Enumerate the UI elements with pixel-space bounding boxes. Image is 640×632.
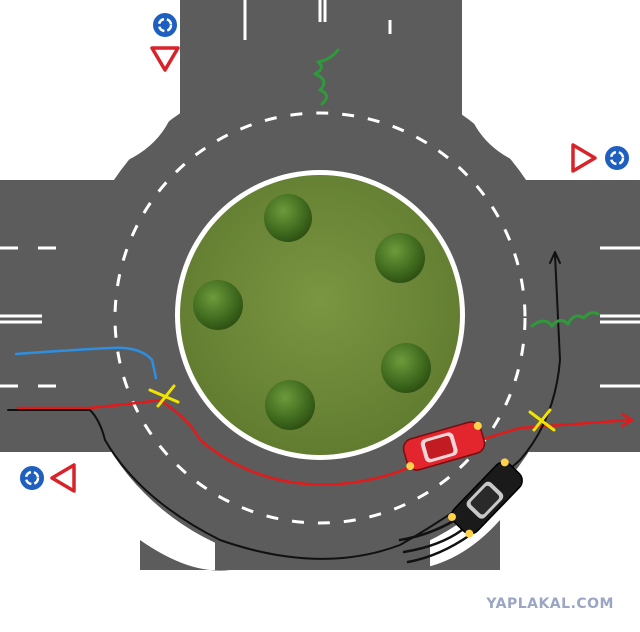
skid-marks bbox=[398, 518, 472, 564]
green-scribble bbox=[530, 311, 600, 328]
black-car bbox=[447, 458, 523, 538]
black-path bbox=[7, 254, 561, 560]
bush bbox=[264, 194, 312, 242]
bush bbox=[381, 343, 431, 393]
ring-lane-divider bbox=[113, 111, 527, 525]
black-arrow-head bbox=[549, 251, 561, 264]
green-scribble bbox=[313, 48, 340, 106]
yellow-cross bbox=[528, 408, 556, 432]
blue-path bbox=[14, 346, 158, 380]
roundabout-sign-icon bbox=[603, 144, 631, 172]
central-island bbox=[175, 170, 465, 460]
yield-sign-icon bbox=[571, 143, 597, 173]
yellow-cross bbox=[148, 384, 180, 408]
yield-sign-icon bbox=[150, 46, 180, 72]
roundabout-sign-icon bbox=[18, 464, 46, 492]
lane-markings bbox=[0, 0, 640, 525]
roundabout-sign-icon bbox=[151, 11, 179, 39]
bush bbox=[265, 380, 315, 430]
vehicle-paths bbox=[7, 48, 634, 564]
bush bbox=[375, 233, 425, 283]
red-car bbox=[402, 421, 486, 471]
road-signs bbox=[18, 11, 631, 493]
yield-sign-icon bbox=[50, 463, 76, 493]
watermark: YAPLAKAL.COM bbox=[486, 596, 614, 612]
red-arrow-head bbox=[620, 412, 634, 428]
bush bbox=[193, 280, 243, 330]
red-path bbox=[16, 398, 632, 486]
